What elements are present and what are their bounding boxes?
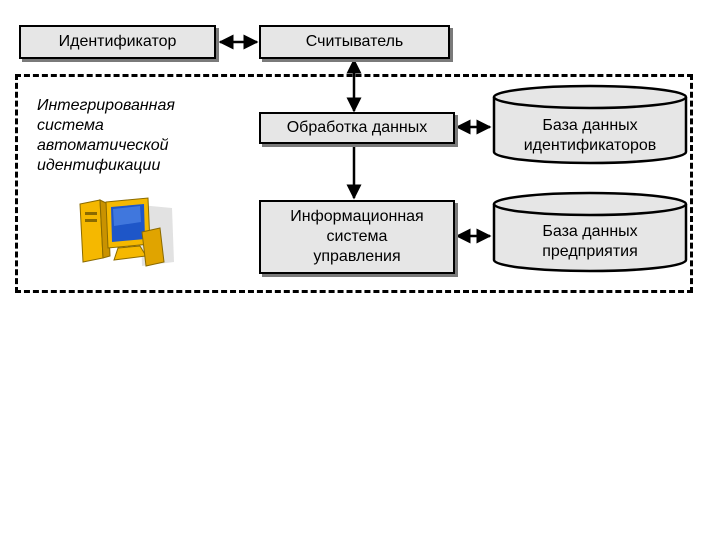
computer-icon [79,197,174,267]
db-identifiers-label: База данных идентификаторов [523,117,657,154]
reader-box: Считыватель [259,25,450,59]
system-label: Интегрированная система автоматической и… [37,97,175,174]
info-system-label: Информационная система управления [290,208,424,265]
db-identifiers-cylinder [492,84,688,165]
db-enterprise-label: База данных предприятия [542,223,638,260]
db-enterprise-cylinder [492,191,688,273]
info-system-box: Информационная система управления [259,200,455,274]
identifier-label: Идентификатор [58,33,177,50]
processing-label: Обработка данных [286,119,428,136]
reader-label: Считыватель [305,33,404,50]
identifier-box: Идентификатор [19,25,216,59]
processing-box: Обработка данных [259,112,455,144]
